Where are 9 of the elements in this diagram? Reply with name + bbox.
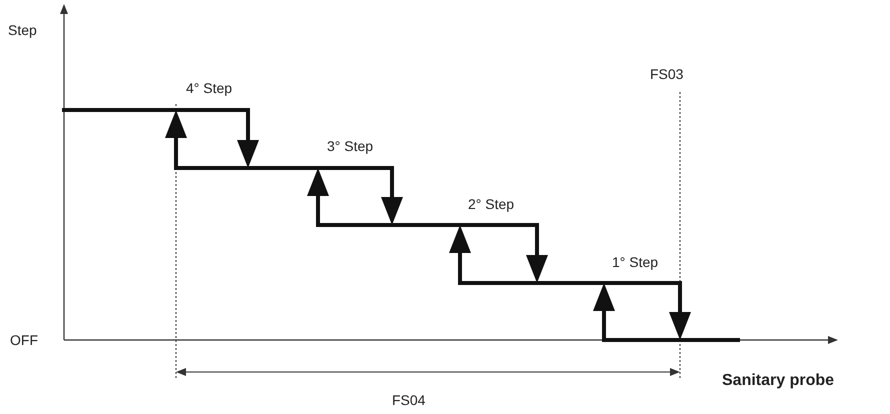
step-label: 1° Step — [612, 254, 658, 270]
parameter-label: FS03 — [650, 66, 684, 82]
axis-label: Sanitary probe — [722, 372, 834, 390]
step-label: 3° Step — [327, 138, 374, 154]
parameter-label: FS04 — [392, 392, 426, 408]
axis-label: OFF — [10, 332, 38, 348]
axis-label: Step — [8, 22, 37, 38]
step-label: 4° Step — [186, 80, 232, 96]
step-label: 2° Step — [468, 196, 514, 212]
